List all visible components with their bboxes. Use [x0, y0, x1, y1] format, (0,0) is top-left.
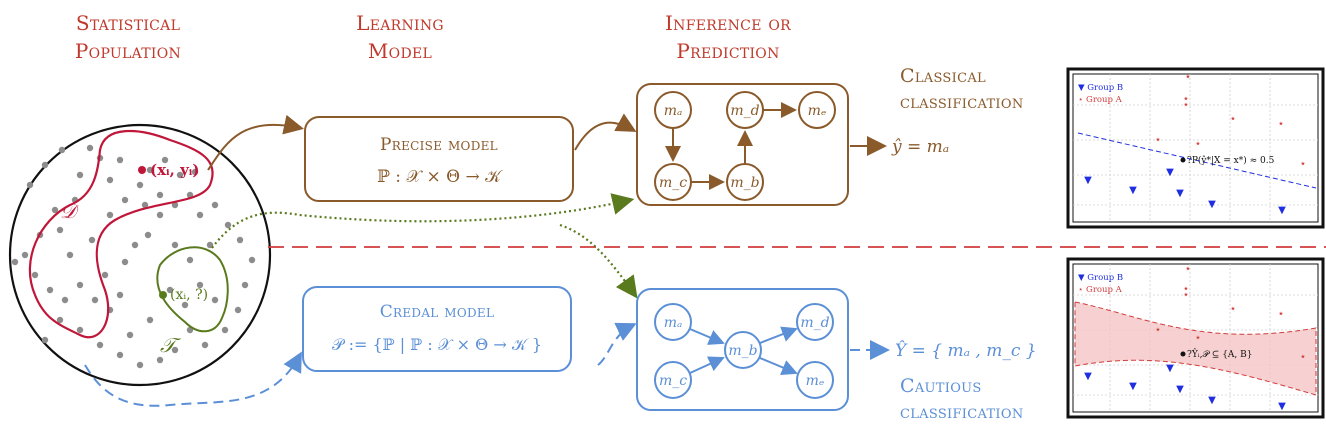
- precise-node-c-label: m_c: [659, 175, 687, 191]
- arrow-population-to-precise: [207, 114, 304, 171]
- precise-network: [654, 91, 836, 201]
- svg-text:⋆: ⋆: [1185, 262, 1192, 275]
- training-point: [138, 166, 146, 174]
- header-population-line1: Statistical: [76, 11, 180, 35]
- training-set-boundary: [28, 130, 214, 339]
- legend-group-b-bottom: ▼ Group B: [1078, 273, 1123, 283]
- header-population-line2: Population: [75, 39, 181, 63]
- credal-node-c-label: m_c: [659, 373, 687, 389]
- svg-text:⋆: ⋆: [1183, 92, 1190, 105]
- credal-node-a: [654, 303, 692, 341]
- svg-text:⋆: ⋆: [1278, 307, 1285, 320]
- precise-node-b-label: m_b: [730, 175, 759, 191]
- svg-text:▼: ▼: [1084, 371, 1092, 382]
- population-dots: [11, 144, 256, 369]
- svg-text:⋆: ⋆: [1230, 112, 1237, 125]
- training-point-label: (xᵢ, yᵢ): [150, 161, 199, 179]
- precise-node-d-label: m_d: [730, 103, 759, 119]
- svg-text:⋆: ⋆: [1155, 323, 1162, 336]
- credal-node-b: [724, 331, 762, 369]
- svg-text:▼: ▼: [1166, 363, 1174, 374]
- population-circle: [8, 123, 272, 387]
- precise-node-e: [798, 91, 836, 129]
- svg-text:▼: ▼: [1208, 199, 1216, 210]
- svg-text:▼: ▼: [1176, 188, 1184, 199]
- legend-group-a-bottom: ⋆ Group A: [1078, 285, 1123, 295]
- header-inference-line2: Prediction: [676, 39, 779, 63]
- svg-text:⋆: ⋆: [1183, 288, 1190, 301]
- arrow-credal-to-inference: [597, 322, 637, 366]
- credal-node-e: [796, 361, 834, 399]
- precise-node-e-label: mₑ: [808, 103, 827, 119]
- cautious-caption-line2: classification: [900, 401, 1024, 423]
- arrow-precise-to-inference: [574, 113, 637, 151]
- svg-text:⋆: ⋆: [1155, 133, 1162, 146]
- legend-group-a-top: ⋆ Group A: [1078, 95, 1123, 105]
- svg-text:⋆: ⋆: [1183, 282, 1190, 295]
- header-learning-line2: Model: [368, 39, 432, 63]
- svg-text:⋆: ⋆: [1300, 350, 1307, 363]
- cautious-plot: ▼ Group B ⋆ Group A ⋆⋆⋆ ⋆⋆⋆ ⋆⋆ ▼▼▼ ▼▼▼ ?…: [1066, 257, 1325, 419]
- set-D-label: 𝒟: [60, 199, 80, 223]
- svg-text:▼: ▼: [1176, 384, 1184, 395]
- svg-text:▼: ▼: [1208, 395, 1216, 406]
- credal-node-d: [796, 303, 834, 341]
- credal-node-e-label: mₑ: [806, 373, 825, 389]
- test-set-boundary: [156, 246, 229, 333]
- classical-plot: ▼ Group B ⋆ Group A ⋆⋆⋆ ⋆⋆⋆ ⋆⋆ ▼▼▼ ▼▼▼ ?…: [1066, 67, 1325, 229]
- svg-text:▼: ▼: [1166, 167, 1174, 178]
- svg-text:▼: ▼: [1129, 381, 1137, 392]
- test-point: [159, 291, 167, 299]
- cautious-caption-line1: Cautious: [900, 375, 982, 397]
- credal-model-formula: 𝒫 := {ℙ | ℙ : 𝒳 × Θ → 𝒦 }: [332, 335, 542, 354]
- legend-group-b-top: ▼ Group B: [1078, 83, 1123, 93]
- credal-node-b-label: m_b: [728, 343, 757, 359]
- credal-output: Ŷ = { mₐ , m_c }: [895, 340, 1037, 361]
- classical-caption-line1: Classical: [900, 65, 986, 87]
- arrow-test-to-precise: [211, 193, 635, 249]
- header-inference-line1: Inference or: [665, 11, 791, 35]
- credal-model-title: Credal model: [380, 302, 495, 322]
- credal-model-box: [302, 286, 572, 372]
- annotation-top: ?P(ŷ*|X = x*) ≈ 0.5: [1187, 155, 1275, 166]
- svg-text:⋆: ⋆: [1183, 98, 1190, 111]
- precise-model-box: [304, 116, 574, 202]
- credal-node-d-label: m_d: [800, 315, 829, 331]
- svg-text:⋆: ⋆: [1278, 117, 1285, 130]
- svg-text:▼: ▼: [1278, 205, 1286, 216]
- classical-caption-line2: classification: [900, 91, 1024, 113]
- svg-text:⋆: ⋆: [1195, 331, 1202, 344]
- test-point-label: (xᵢ, ?): [170, 287, 208, 303]
- credal-network: [654, 303, 834, 399]
- annotation-bottom: ?Ŷᵢ,𝒫 ⊆ {A, B}: [1187, 348, 1252, 360]
- svg-text:⋆: ⋆: [1195, 137, 1202, 150]
- svg-text:⋆: ⋆: [1300, 157, 1307, 170]
- svg-text:▼: ▼: [1129, 185, 1137, 196]
- precise-output: ŷ = mₐ: [891, 137, 949, 157]
- svg-text:⋆: ⋆: [1230, 302, 1237, 315]
- svg-text:▼: ▼: [1084, 175, 1092, 186]
- credal-node-c: [654, 361, 692, 399]
- precise-node-a-label: mₐ: [664, 103, 683, 119]
- credal-node-a-label: mₐ: [664, 315, 683, 331]
- svg-text:▼: ▼: [1278, 401, 1286, 412]
- header-learning-line1: Learning: [356, 11, 444, 35]
- precise-model-formula: ℙ : 𝒳 × Θ → 𝒦: [377, 167, 503, 187]
- set-T-label: 𝒯: [160, 333, 182, 357]
- precise-model-title: Precise model: [380, 135, 498, 155]
- arrow-population-to-credal: [84, 351, 302, 407]
- svg-text:⋆: ⋆: [1185, 70, 1192, 83]
- arrow-test-to-credal: [559, 223, 638, 299]
